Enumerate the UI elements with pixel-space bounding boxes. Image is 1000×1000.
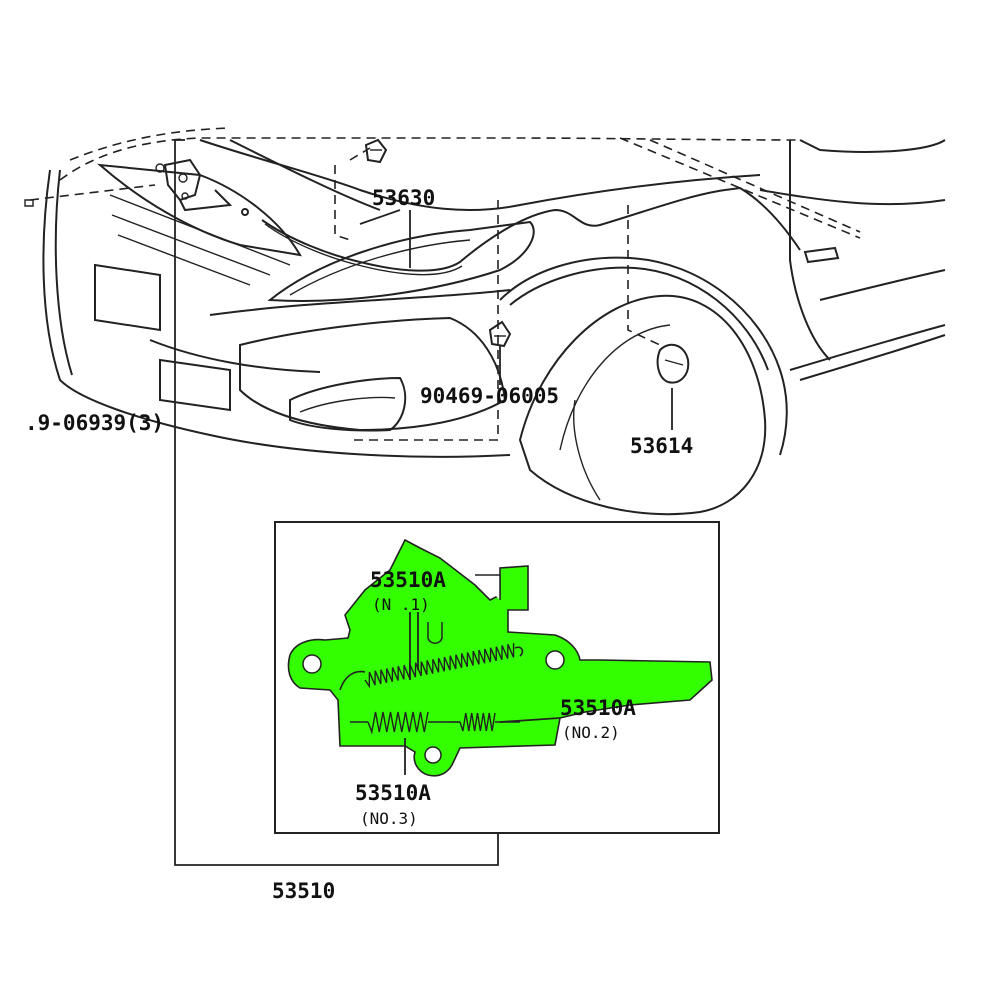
label-clip: 90469-06005: [420, 384, 559, 408]
release-lever-icon: [656, 343, 690, 384]
leader-lines: [174, 139, 673, 866]
label-release-lever: 53614: [630, 434, 693, 458]
label-assembly: 53510: [272, 879, 335, 903]
label-spring-no2: 53510A: [560, 696, 636, 720]
label-spring-no3: 53510A: [355, 781, 431, 805]
label-spring-no2-sub: (NO.2): [562, 723, 620, 742]
hood-lock-assembly-highlight: [287, 538, 713, 777]
label-spring-no3-sub: (NO.3): [360, 809, 418, 828]
hood-release-cable: [241, 186, 801, 276]
clip-icon: [488, 320, 512, 348]
car-front-illustration: [29, 127, 946, 516]
hood-lock-icon: [155, 158, 233, 212]
spring-no3: [350, 711, 450, 735]
label-spring-no1-sub: (N .1): [372, 595, 430, 614]
label-spring-no1: 53510A: [370, 568, 446, 592]
label-bolt: .9-06939(3): [25, 411, 164, 435]
spring-no1: [339, 643, 524, 691]
cable-end-icon: [803, 246, 840, 264]
label-cable: 53630: [372, 186, 435, 210]
inset-leader-lines: [404, 612, 561, 775]
bolt-icon: [24, 199, 34, 207]
clip-icon: [364, 138, 388, 164]
